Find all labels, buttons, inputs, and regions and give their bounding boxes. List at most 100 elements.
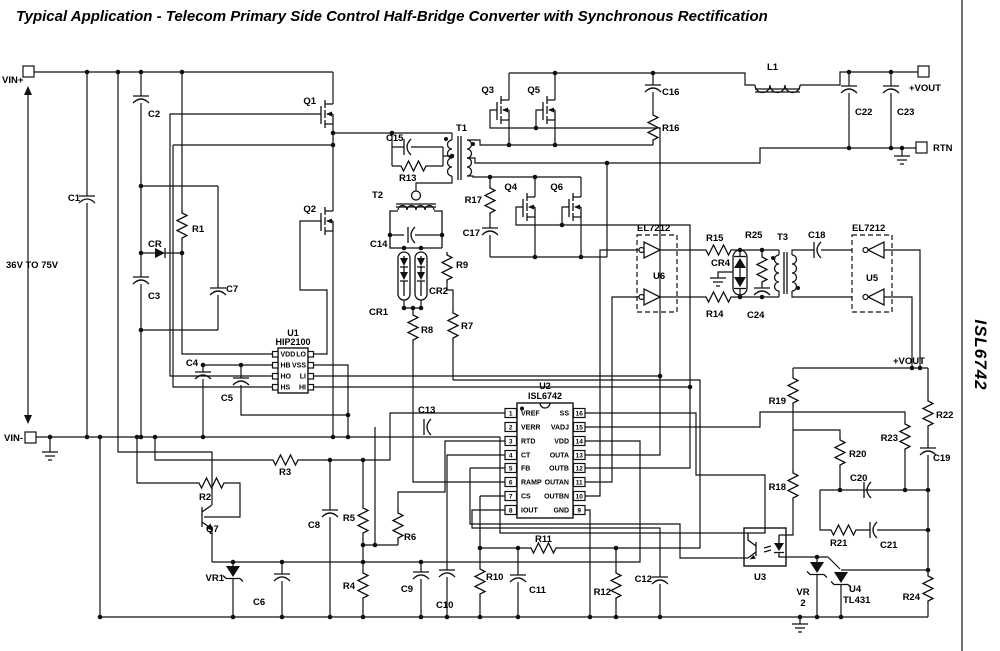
u6-part-label: EL7212 — [637, 223, 670, 234]
vr2-zener — [806, 562, 828, 578]
u2-part: ISL6742 — [528, 391, 562, 401]
t3-transformer — [771, 252, 800, 294]
cap-c13 — [423, 418, 432, 436]
u2-num-8: 8 — [509, 508, 513, 515]
cap-c18 — [813, 241, 822, 259]
cap-c8 — [321, 509, 339, 518]
r3-label: R3 — [279, 467, 291, 478]
resistor-r3 — [270, 453, 301, 467]
r21-label: R21 — [830, 538, 848, 549]
u2-pin-fb: FB — [521, 466, 530, 473]
r11-label: R11 — [535, 534, 553, 545]
u2-pin-outb: OUTB — [549, 466, 569, 473]
input-range-label: 36V TO 75V — [6, 260, 59, 271]
q5-label: Q5 — [527, 85, 540, 96]
c23-label: C23 — [897, 107, 914, 118]
vin-minus-terminal — [24, 431, 37, 444]
r6-label: R6 — [404, 532, 416, 543]
r13-label: R13 — [399, 173, 416, 184]
c12-label: C12 — [635, 574, 652, 585]
r9-label: R9 — [456, 260, 468, 271]
cap-c19 — [919, 447, 937, 456]
c15-label: C15 — [386, 133, 404, 144]
u6-ref-label: U6 — [653, 271, 665, 282]
u1-pin-lo: LO — [296, 352, 306, 359]
r23-label: R23 — [881, 433, 898, 444]
resistor-r18 — [786, 470, 800, 501]
vin-minus-label: VIN- — [4, 433, 23, 444]
q7-transistor — [201, 504, 213, 531]
resistor-r21 — [828, 523, 859, 537]
u2-num-5: 5 — [509, 466, 513, 473]
cap-c1 — [78, 195, 96, 204]
u2-num-15: 15 — [576, 425, 584, 432]
u5-ref-label: U5 — [866, 273, 879, 284]
q3-mosfet — [496, 96, 510, 124]
r17-label: R17 — [465, 195, 482, 206]
u1-pin-vdd: VDD — [281, 352, 296, 359]
t2-current-transformer — [389, 190, 443, 249]
c16-label: C16 — [662, 87, 679, 98]
r20-label: R20 — [849, 449, 866, 460]
u2-num-10: 10 — [576, 494, 584, 501]
c13-label: C13 — [418, 405, 435, 416]
u2-isl6742: U2 ISL6742 1 2 3 4 5 6 7 8 16 15 14 13 1… — [504, 381, 586, 519]
resistor-r24 — [921, 573, 935, 604]
u2-num-9: 9 — [577, 508, 581, 515]
u3-optocoupler — [743, 527, 787, 567]
resistor-r9 — [440, 252, 454, 283]
u2-num-2: 2 — [509, 425, 513, 432]
u2-pin-gnd: GND — [553, 508, 569, 515]
r15-label: R15 — [706, 233, 724, 244]
cr1-dual-diode — [397, 251, 411, 301]
q2-label: Q2 — [303, 204, 316, 215]
u2-num-13: 13 — [576, 453, 584, 460]
capacitors — [78, 84, 937, 585]
u2-num-11: 11 — [576, 480, 583, 487]
resistor-r4 — [356, 570, 370, 601]
q3-label: Q3 — [481, 85, 494, 96]
u2-pin-ramp: RAMP — [521, 480, 542, 487]
resistor-r23 — [898, 421, 912, 452]
cr-label: CR — [148, 239, 162, 250]
u2-num-1: 1 — [509, 411, 513, 418]
c24-label: C24 — [747, 310, 765, 321]
q7-label: Q7 — [206, 524, 219, 535]
mosfets — [201, 96, 582, 531]
u2-pin-outbn: OUTBN — [544, 494, 569, 501]
vout-top-label: +VOUT — [909, 83, 941, 94]
r2-label: R2 — [199, 492, 211, 503]
q5-mosfet — [542, 96, 556, 124]
cap-c2 — [132, 95, 150, 104]
u4-ref-label: U4 — [849, 584, 862, 595]
u2-num-4: 4 — [509, 453, 513, 460]
u2-pin-verr: VERR — [521, 425, 540, 432]
c17-label: C17 — [463, 228, 480, 239]
q2-mosfet — [320, 207, 334, 235]
vr1-zener — [222, 566, 244, 582]
c11-label: C11 — [529, 585, 547, 596]
r19-label: R19 — [769, 396, 786, 407]
resistor-r16 — [646, 112, 660, 143]
cap-c7 — [209, 287, 227, 296]
junction-dots — [47, 69, 931, 620]
q6-label: Q6 — [550, 182, 563, 193]
q4-label: Q4 — [504, 182, 517, 193]
u2-pin-iout: IOUT — [521, 508, 538, 515]
cr2-dual-diode — [414, 251, 428, 301]
page-title: Typical Application - Telecom Primary Si… — [16, 8, 768, 25]
u1-ref: U1 — [287, 328, 299, 338]
resistor-r10 — [473, 566, 487, 597]
cap-c5 — [232, 377, 250, 386]
input-range-arrows — [24, 86, 32, 424]
r7-label: R7 — [461, 321, 473, 332]
r8-label: R8 — [421, 325, 433, 336]
c6-label: C6 — [253, 597, 265, 608]
cr2-label: CR2 — [429, 286, 448, 297]
u1-pin-vss: VSS — [292, 363, 306, 370]
c10-label: C10 — [436, 600, 453, 611]
l1-label: L1 — [767, 62, 779, 73]
u6-el7212 — [636, 234, 678, 313]
cap-c17 — [481, 227, 499, 236]
